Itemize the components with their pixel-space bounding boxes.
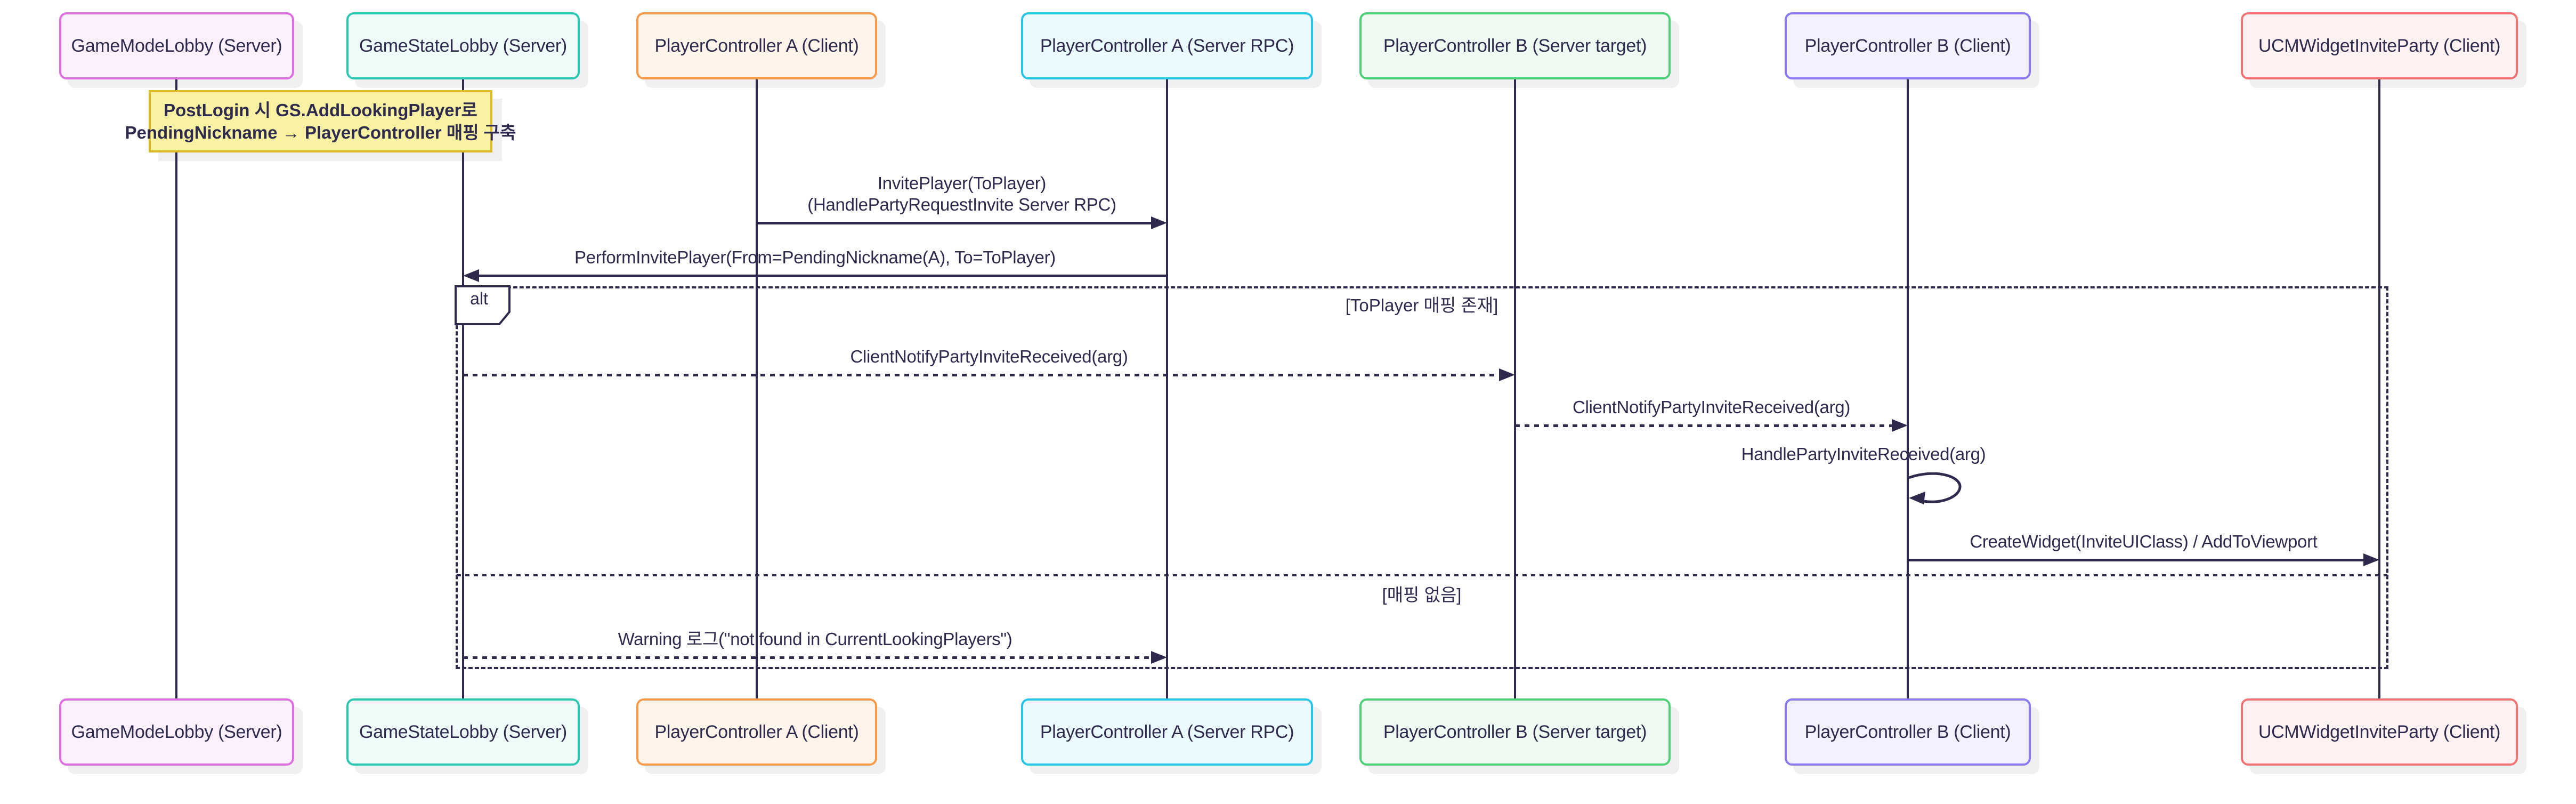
actor-label: PlayerController B (Server target) [1383,721,1647,742]
actor-bottom-pcbc: PlayerController B (Client) [1785,698,2031,766]
self-loop-arrow [1908,472,1962,504]
message-line-m1 [757,222,1151,224]
message-arrowhead-m6 [2363,553,2379,566]
actor-label: UCMWidgetInviteParty (Client) [2258,35,2501,56]
note-line-2: PendingNickname → PlayerController 매핑 구축 [125,122,516,142]
message-label-m7: Warning 로그("not found in CurrentLookingP… [618,629,1012,650]
actor-bottom-pcarpc: PlayerController A (Server RPC) [1021,698,1313,766]
actor-label: PlayerController B (Client) [1804,35,2011,56]
message-arrowhead-m1 [1151,216,1167,229]
message-label-line: ClientNotifyPartyInviteReceived(arg) [1572,397,1851,417]
message-line-m2 [479,275,1167,277]
alt-fragment-frame [456,286,2388,669]
message-line-m3 [463,374,1499,376]
message-arrowhead-m2 [463,269,479,282]
message-label-m2: PerformInvitePlayer(From=PendingNickname… [574,247,1056,268]
message-label-m3: ClientNotifyPartyInviteReceived(arg) [850,346,1128,367]
message-label-line: Warning 로그("not found in CurrentLookingP… [618,629,1012,649]
message-label-m5: HandlePartyInviteReceived(arg) [1741,444,1986,465]
alt-operator-pentagon [455,285,511,325]
actor-bottom-gm: GameModeLobby (Server) [59,698,294,766]
actor-bottom-gs: GameStateLobby (Server) [346,698,580,766]
actor-label: PlayerController B (Server target) [1383,35,1647,56]
actor-label: UCMWidgetInviteParty (Client) [2258,721,2501,742]
actor-label: GameModeLobby (Server) [71,721,282,742]
message-label-m1: InvitePlayer(ToPlayer) (HandlePartyReques… [807,173,1116,215]
lifeline-pcbc [1907,79,1909,700]
message-label-line: ClientNotifyPartyInviteReceived(arg) [850,347,1128,366]
lifeline-pcarpc [1166,79,1168,700]
actor-bottom-ucm: UCMWidgetInviteParty (Client) [2241,698,2518,766]
actor-top-ucm: UCMWidgetInviteParty (Client) [2241,12,2518,79]
alt-guard-mapping-exists: [ToPlayer 매핑 존재] [1345,295,1498,315]
alt-guard-no-mapping: [매핑 없음] [1382,585,1462,605]
actor-top-gs: GameStateLobby (Server) [346,12,580,79]
lifeline-pcb [1514,79,1516,700]
lifeline-pca [756,79,758,700]
lifeline-gm [175,79,177,700]
message-line-m6 [1908,559,2363,561]
message-label-line: (HandlePartyRequestInvite Server RPC) [807,195,1116,214]
actor-bottom-pcb: PlayerController B (Server target) [1359,698,1671,766]
actor-top-pca: PlayerController A (Client) [636,12,877,79]
message-arrowhead-m7 [1151,651,1167,664]
message-label-line: CreateWidget(InviteUIClass) / AddToViewp… [1970,532,2318,551]
actor-label: GameStateLobby (Server) [359,721,567,742]
message-arrowhead-m4 [1892,419,1908,432]
lifeline-ucm [2378,79,2380,700]
message-line-m7 [463,656,1151,659]
actor-top-pcbc: PlayerController B (Client) [1785,12,2031,79]
message-label-line: InvitePlayer(ToPlayer) [877,173,1047,193]
actor-label: PlayerController B (Client) [1804,721,2011,742]
note-line-1: PostLogin 시 GS.AddLookingPlayer로 [164,100,477,120]
actor-label: GameModeLobby (Server) [71,35,282,56]
message-arrowhead-m3 [1499,368,1515,381]
actor-label: GameStateLobby (Server) [359,35,567,56]
message-label-m6: CreateWidget(InviteUIClass) / AddToViewp… [1970,531,2318,552]
actor-top-pcarpc: PlayerController A (Server RPC) [1021,12,1313,79]
alt-operator-label: alt [470,289,488,308]
actor-label: PlayerController A (Server RPC) [1040,35,1294,56]
message-line-m4 [1515,424,1892,427]
actor-bottom-pca: PlayerController A (Client) [636,698,877,766]
actor-label: PlayerController A (Client) [654,721,859,742]
message-label-m4: ClientNotifyPartyInviteReceived(arg) [1573,397,1850,418]
lifeline-gs [462,79,464,700]
note-over-gamemode-gamestate: PostLogin 시 GS.AddLookingPlayer로 Pending… [125,90,516,152]
actor-top-gm: GameModeLobby (Server) [59,12,294,79]
alt-else-divider [457,574,2387,576]
message-label-line: PerformInvitePlayer(From=PendingNickname… [574,247,1056,267]
actor-label: PlayerController A (Client) [654,35,859,56]
actor-label: PlayerController A (Server RPC) [1040,721,1294,742]
message-label-line: HandlePartyInviteReceived(arg) [1741,444,1986,464]
actor-top-pcb: PlayerController B (Server target) [1359,12,1671,79]
